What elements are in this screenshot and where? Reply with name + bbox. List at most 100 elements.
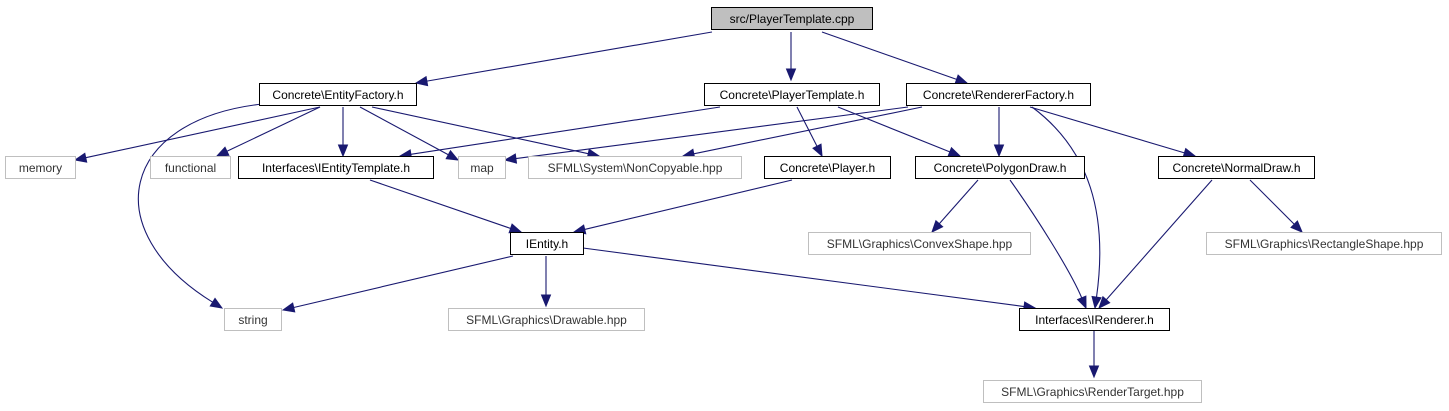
edge-line (371, 106, 589, 155)
edge-entityfactory_h-to-memory (73, 106, 321, 163)
arrowhead (281, 302, 296, 313)
node-label: Concrete\RendererFactory.h (923, 88, 1074, 102)
edge-line (1105, 179, 1213, 301)
edge-ientitytemplate_h-to-ientity_h (369, 179, 523, 234)
arrowhead (540, 294, 552, 308)
arrowhead (414, 75, 429, 87)
arrowhead (337, 144, 349, 158)
node-functional: functional (150, 156, 231, 179)
edge-playertemplate_cpp-to-rendererfactory_h (821, 31, 969, 85)
node-box (510, 232, 584, 255)
arrowhead (445, 149, 460, 161)
node-box (711, 7, 873, 30)
node-label: SFML\Graphics\Drawable.hpp (466, 313, 627, 327)
edge-line (693, 106, 923, 155)
edge-normaldraw_h-to-irenderer_h (1098, 179, 1213, 309)
node-box (458, 156, 506, 179)
node-drawable-hpp: SFML\Graphics\Drawable.hpp (448, 308, 645, 331)
arrowhead (947, 146, 962, 157)
edge-entityfactory_h-to-map (359, 106, 460, 161)
arrowhead (1088, 365, 1100, 379)
edge-line (938, 179, 979, 225)
node-irenderer-h[interactable]: Interfaces\IRenderer.h (1019, 308, 1170, 331)
node-box (983, 380, 1202, 403)
node-rendererfactory-h[interactable]: Concrete\RendererFactory.h (906, 83, 1091, 106)
edge-normaldraw_h-to-rectangleshape_hpp (1249, 179, 1303, 233)
node-label: Concrete\PlayerTemplate.h (720, 88, 865, 102)
edges-layer (73, 31, 1303, 379)
node-label: Concrete\EntityFactory.h (272, 88, 403, 102)
node-label: string (238, 313, 267, 327)
node-playertemplate-cpp[interactable]: src/PlayerTemplate.cpp (711, 7, 873, 30)
arrowhead (785, 68, 797, 82)
edge-line (293, 255, 514, 309)
edge-playertemplate_h-to-ientitytemplate_h (398, 106, 721, 160)
node-ientity-h[interactable]: IEntity.h (510, 232, 584, 255)
edge-line (584, 179, 793, 230)
edge-line (369, 179, 511, 229)
node-convexshape-hpp: SFML\Graphics\ConvexShape.hpp (808, 232, 1031, 255)
node-label: SFML\System\NonCopyable.hpp (548, 161, 723, 175)
edge-playertemplate_cpp-to-playertemplate_h (785, 32, 797, 82)
node-label: map (470, 161, 494, 175)
node-label: functional (165, 161, 216, 175)
arrowhead (1076, 295, 1087, 310)
node-box (704, 83, 880, 106)
edge-ientity_h-to-string (281, 255, 514, 313)
edge-line (837, 106, 950, 153)
node-label: memory (19, 161, 62, 175)
edge-line (821, 31, 957, 80)
node-label: Concrete\PolygonDraw.h (934, 161, 1067, 175)
node-box (808, 232, 1031, 255)
arrowhead (508, 223, 523, 234)
arrowhead (1098, 295, 1111, 309)
edge-line (426, 31, 713, 82)
edge-entityfactory_h-to-functional (215, 106, 321, 157)
node-box (1158, 156, 1315, 179)
node-rendertarget-hpp: SFML\Graphics\RenderTarget.hpp (983, 380, 1202, 403)
node-box (238, 156, 434, 179)
edge-line (226, 106, 321, 152)
node-label: SFML\Graphics\RectangleShape.hpp (1225, 237, 1424, 251)
node-polygondraw-h[interactable]: Concrete\PolygonDraw.h (915, 156, 1085, 179)
node-player-h[interactable]: Concrete\Player.h (764, 156, 891, 179)
node-label: IEntity.h (526, 237, 568, 251)
edge-line (410, 106, 721, 155)
node-playertemplate-h[interactable]: Concrete\PlayerTemplate.h (704, 83, 880, 106)
node-box (448, 308, 645, 331)
arrowhead (1290, 220, 1303, 233)
edge-line (515, 106, 909, 160)
node-box (528, 156, 742, 179)
arrowhead (503, 153, 518, 164)
arrowhead (931, 219, 944, 233)
node-label: Concrete\Player.h (780, 161, 875, 175)
node-label: Interfaces\IRenderer.h (1035, 313, 1154, 327)
node-label: Interfaces\IEntityTemplate.h (262, 161, 410, 175)
edge-line (1031, 106, 1101, 298)
edge-entityfactory_h-to-ientitytemplate_h (337, 107, 349, 158)
node-entityfactory-h[interactable]: Concrete\EntityFactory.h (259, 83, 417, 106)
node-label: SFML\Graphics\RenderTarget.hpp (1001, 385, 1184, 399)
edge-rendererfactory_h-to-noncopyable_hpp (681, 106, 923, 159)
edge-line (582, 247, 1025, 308)
node-box (224, 308, 282, 331)
edge-line (138, 103, 263, 303)
edge-line (359, 106, 449, 156)
edge-line (1009, 179, 1083, 299)
arrowhead (1091, 295, 1102, 310)
node-normaldraw-h[interactable]: Concrete\NormalDraw.h (1158, 156, 1315, 179)
edge-ientity_h-to-drawable_hpp (540, 256, 552, 308)
arrowhead (1182, 147, 1197, 158)
node-label: Concrete\NormalDraw.h (1172, 161, 1300, 175)
node-box (1019, 308, 1170, 331)
node-label: src/PlayerTemplate.cpp (730, 12, 855, 26)
edge-irenderer_h-to-rendertarget_hpp (1088, 331, 1100, 379)
edge-line (85, 106, 321, 159)
arrowhead (954, 74, 969, 85)
arrowhead (215, 146, 230, 157)
edge-playertemplate_h-to-player_h (796, 106, 823, 158)
edge-line (796, 106, 818, 147)
edge-ientity_h-to-irenderer_h (582, 247, 1037, 312)
node-ientitytemplate-h[interactable]: Interfaces\IEntityTemplate.h (238, 156, 434, 179)
edge-rendererfactory_h-to-normaldraw_h (1029, 106, 1197, 158)
